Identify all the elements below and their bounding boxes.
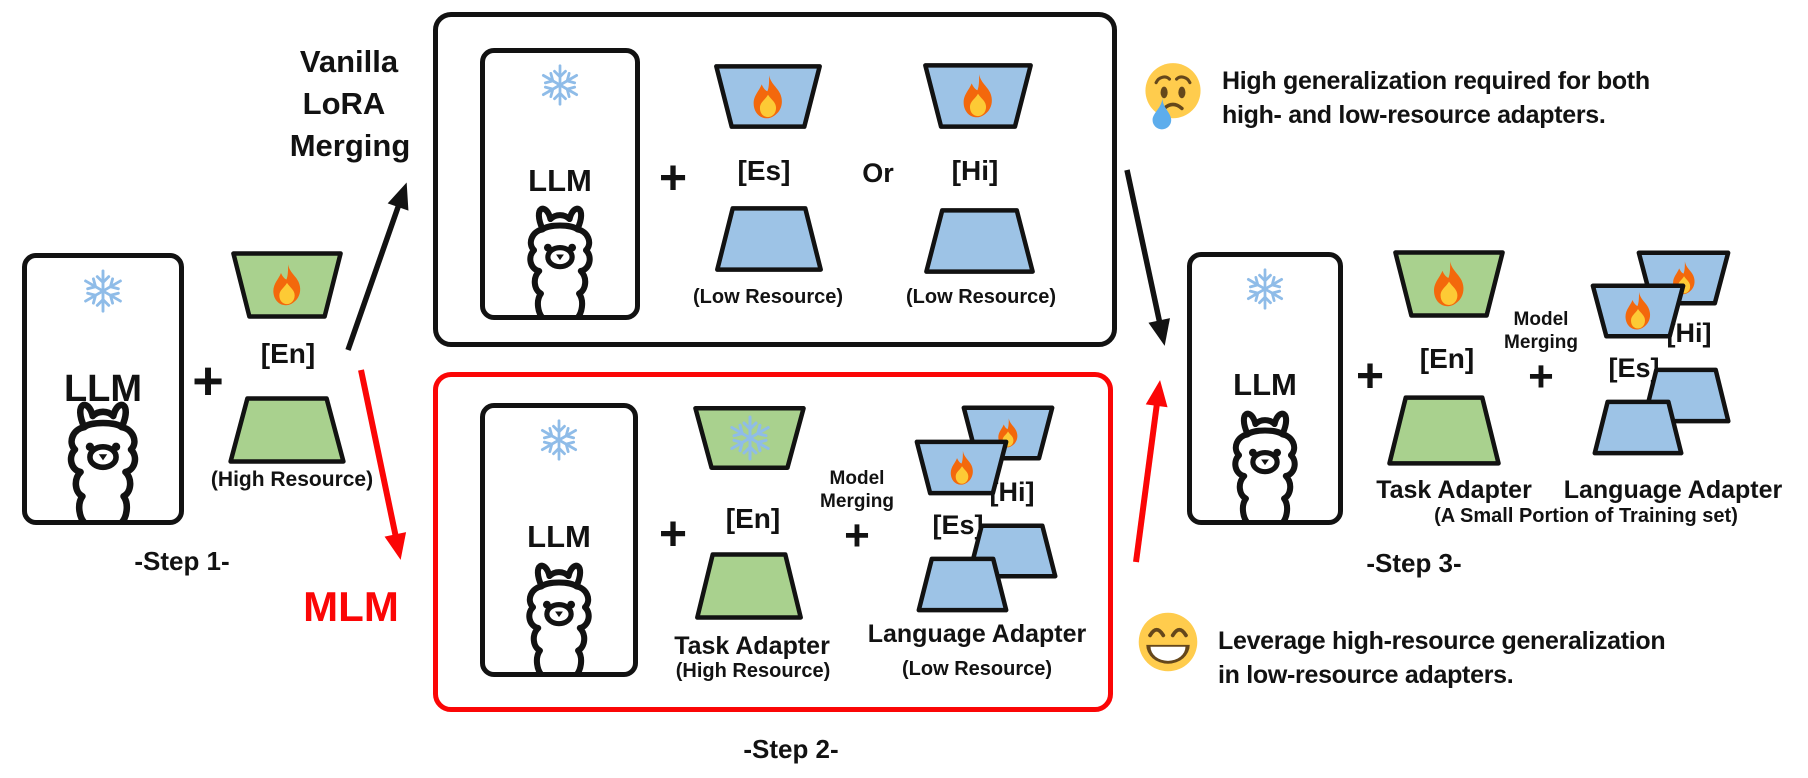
llm-model-card-step1: LLM (22, 253, 184, 525)
task-adapter-title: Task Adapter (674, 632, 830, 660)
arrow-step1-to-vanilla (345, 182, 409, 351)
task-adapter-tag-en: [En] (725, 503, 781, 534)
snowflake-icon (537, 418, 581, 462)
vanilla-drawback-note: High generalization required for both hi… (1222, 67, 1650, 129)
lang-adapter-tag-es: [Es] (932, 510, 984, 540)
adapter-tag-es: [Es] (737, 155, 791, 186)
snowflake-icon (1243, 267, 1287, 311)
fire-icon (1622, 291, 1654, 331)
task-adapter-up-shape-step3 (1386, 394, 1502, 467)
mlm-label: MLM (303, 583, 399, 630)
arrow-step1-to-mlm (358, 369, 407, 560)
mlm-benefit-note: Leverage high-resource generalization in… (1218, 627, 1666, 689)
fire-icon (750, 74, 787, 120)
vanilla-label-line3: Merging (289, 128, 411, 163)
adapter-tag-hi: [Hi] (951, 155, 999, 186)
mlm-box: LLM + [En] Task Adapter (High Resource) … (433, 372, 1113, 712)
llama-icon (47, 388, 159, 525)
language-adapter-title: Language Adapter (867, 620, 1087, 648)
snowflake-icon (80, 268, 126, 314)
llm-label: LLM (63, 368, 143, 411)
arrow-vanilla-to-step3 (1124, 169, 1170, 346)
language-adapter-front-down-shape-step3 (1590, 283, 1686, 339)
language-adapter-caption: (Low Resource) (901, 658, 1053, 680)
model-merging-label: Model Merging + (820, 468, 894, 560)
llama-icon (507, 550, 611, 677)
language-adapter-title: Language Adapter (1563, 476, 1783, 504)
language-adapter-hi-down-shape (922, 62, 1034, 130)
beaming-face-icon (1134, 608, 1202, 676)
snowflake-icon (538, 63, 582, 107)
step3-label: -Step 3- (1366, 548, 1462, 578)
language-adapter-hi-up-shape (923, 207, 1036, 275)
llm-label: LLM (527, 518, 591, 554)
fire-icon (947, 450, 976, 486)
llm-label: LLM (528, 163, 592, 199)
vanilla-label-line1: Vanilla (299, 44, 399, 79)
arrow-mlm-to-step3 (1133, 380, 1168, 563)
snowflake-icon (726, 414, 774, 462)
plus-sign: + (658, 508, 688, 561)
adapter-caption: (High Resource) (210, 468, 374, 491)
llama-icon (508, 193, 612, 320)
plus-sign: + (658, 152, 688, 205)
es-caption: (Low Resource) (692, 286, 844, 308)
language-adapter-es-down-shape (713, 63, 823, 130)
fire-icon (1430, 260, 1469, 308)
llm-model-card-vanilla: LLM (480, 48, 640, 320)
step2-label: -Step 2- (743, 734, 839, 764)
hi-caption: (Low Resource) (905, 286, 1057, 308)
task-adapter-tag-en: [En] (1419, 343, 1475, 374)
llm-model-card-mlm: LLM (480, 403, 638, 677)
task-adapter-title: Task Adapter (1376, 476, 1532, 504)
task-adapter-lora-down-shape (230, 250, 344, 320)
step1-label: -Step 1- (134, 546, 230, 576)
fire-icon (270, 263, 305, 307)
task-adapter-up-shape (694, 551, 804, 621)
llm-label: LLM (1233, 367, 1297, 403)
fire-icon (960, 73, 997, 119)
step3-caption: (A Small Portion of Training set) (1434, 505, 1738, 527)
language-adapter-es-up-shape (714, 205, 824, 273)
or-label: Or (862, 158, 894, 188)
plus-sign: + (844, 511, 870, 560)
lang-adapter-tag-es: [Es] (1608, 353, 1660, 383)
llm-model-card-step3: LLM (1187, 252, 1343, 525)
task-adapter-frozen-down-shape (692, 405, 807, 471)
language-adapter-front-up-shape (916, 556, 1009, 613)
crying-face-icon (1141, 60, 1205, 132)
task-adapter-caption: (High Resource) (675, 660, 831, 682)
vanilla-label-line2: LoRA (302, 86, 386, 121)
model-merging-label: Model Merging + (1504, 309, 1578, 401)
plus-sign: + (192, 351, 224, 411)
language-adapter-front-down-shape (914, 439, 1009, 496)
task-adapter-lora-up-shape (227, 395, 347, 465)
adapter-tag-en: [En] (260, 338, 316, 369)
task-adapter-down-shape-step3 (1392, 249, 1506, 319)
plus-sign: + (1528, 352, 1554, 401)
vanilla-merging-box: LLM + [Es] (Low Resource) Or [Hi] (Low R… (433, 12, 1117, 347)
language-adapter-front-up-shape-step3 (1592, 399, 1684, 456)
plus-sign: + (1355, 350, 1385, 403)
llama-icon (1213, 398, 1317, 525)
